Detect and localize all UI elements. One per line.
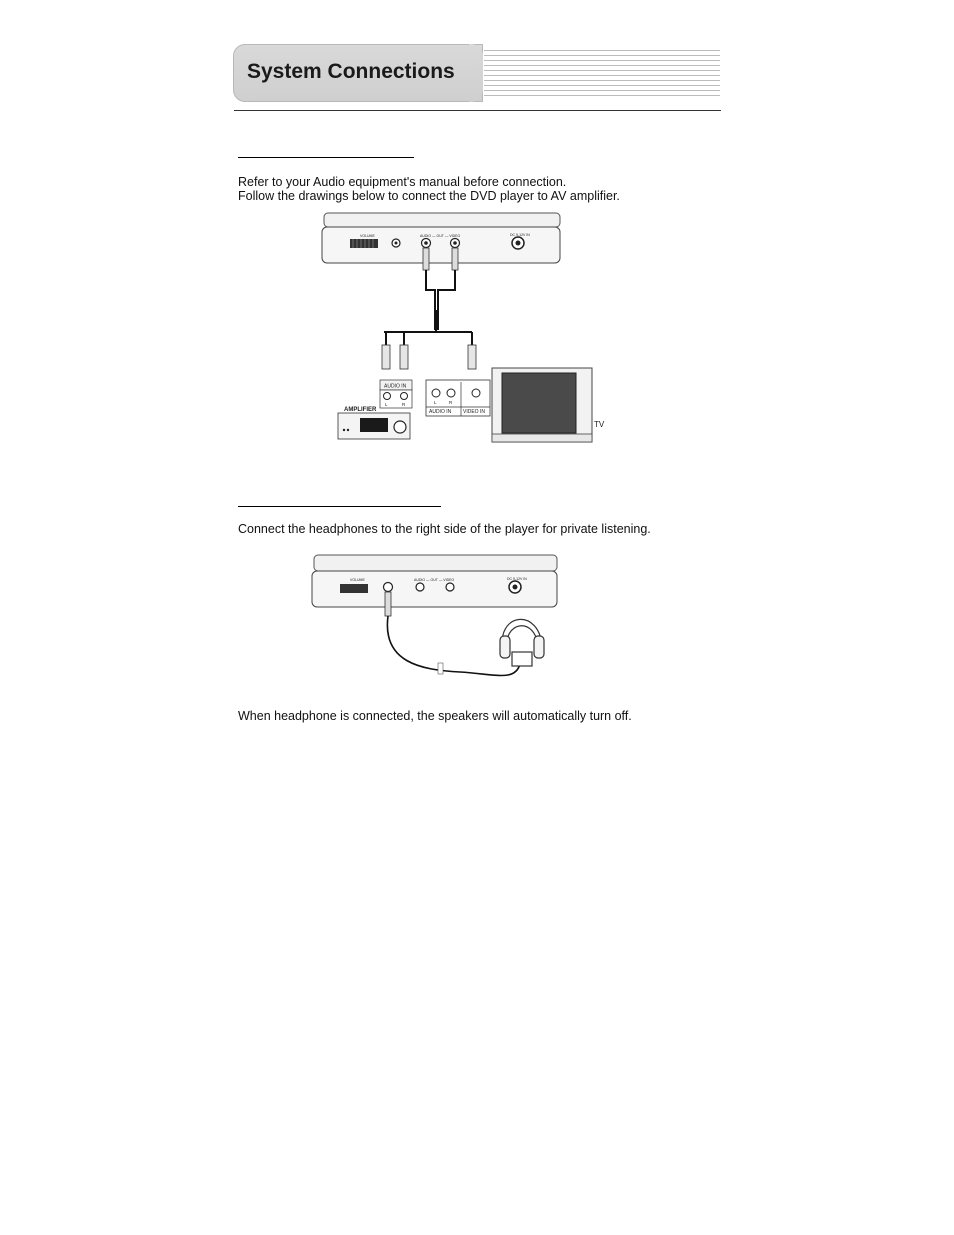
tv-left-label: L	[434, 400, 437, 405]
dc-in-label: DC 9-12V IN	[510, 233, 530, 237]
av-out-label: AUDIO — OUT — VIDEO	[420, 234, 460, 238]
headphone-intro: Connect the headphones to the right side…	[238, 522, 651, 536]
volume-label-2: VOLUME	[350, 578, 365, 582]
tv-right-label: R	[449, 400, 453, 405]
amplifier-intro-line2: Follow the drawings below to connect the…	[238, 189, 620, 203]
page-title: System Connections	[247, 60, 455, 83]
amplifier-connection-diagram: VOLUME AUDIO — OUT — VIDEO DC 9-12V IN A…	[321, 212, 605, 443]
header-decoration	[484, 50, 720, 100]
amp-audio-in-label: AUDIO IN	[384, 384, 407, 390]
tv-video-in-label: VIDEO IN	[463, 409, 485, 415]
headphone-connection-diagram: VOLUME AUDIO — OUT — VIDEO DC 9-12V IN	[311, 554, 558, 677]
dvd-player-illustration: VOLUME AUDIO — OUT — VIDEO DC 9-12V IN	[321, 212, 561, 264]
dvd-player-illustration-2: VOLUME AUDIO — OUT — VIDEO DC 9-12V IN	[311, 554, 558, 608]
amp-right-label: R	[402, 402, 406, 407]
headphones-illustration	[499, 618, 545, 667]
header-divider	[234, 110, 721, 111]
header-tab	[233, 44, 483, 102]
volume-label: VOLUME	[360, 234, 375, 238]
av-out-label-2: AUDIO — OUT — VIDEO	[414, 578, 454, 582]
section-heading-rule-amplifier	[238, 157, 414, 158]
tv-label: TV	[594, 420, 605, 429]
tv-illustration: L R AUDIO IN VIDEO IN TV	[425, 367, 605, 443]
amplifier-intro-line1: Refer to your Audio equipment's manual b…	[238, 175, 567, 189]
amp-left-label: L	[385, 402, 388, 407]
section-heading-rule-headphone	[238, 506, 441, 507]
tv-audio-in-label: AUDIO IN	[429, 409, 452, 415]
amplifier-illustration: AUDIO IN L R AMPLIFIER	[337, 379, 413, 440]
amplifier-label: AMPLIFIER	[344, 407, 377, 413]
headphone-note: When headphone is connected, the speaker…	[238, 709, 632, 723]
dc-in-label-2: DC 9-12V IN	[507, 577, 527, 581]
